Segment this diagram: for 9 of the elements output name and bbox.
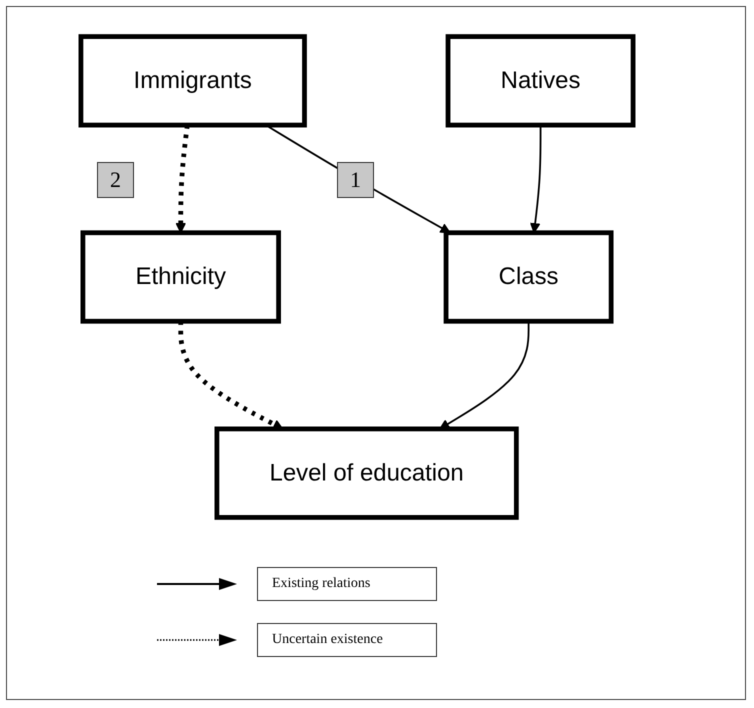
legend-label: Existing relations	[257, 567, 437, 601]
node-box: Level of education	[214, 426, 519, 520]
node-box: Ethnicity	[80, 230, 281, 324]
node-box: Immigrants	[78, 34, 307, 128]
node-box: Class	[444, 230, 614, 324]
node-box: Natives	[446, 34, 636, 128]
callout-number: 2	[97, 162, 134, 198]
legend-label: Uncertain existence	[257, 623, 437, 657]
callout-number: 1	[337, 162, 374, 198]
